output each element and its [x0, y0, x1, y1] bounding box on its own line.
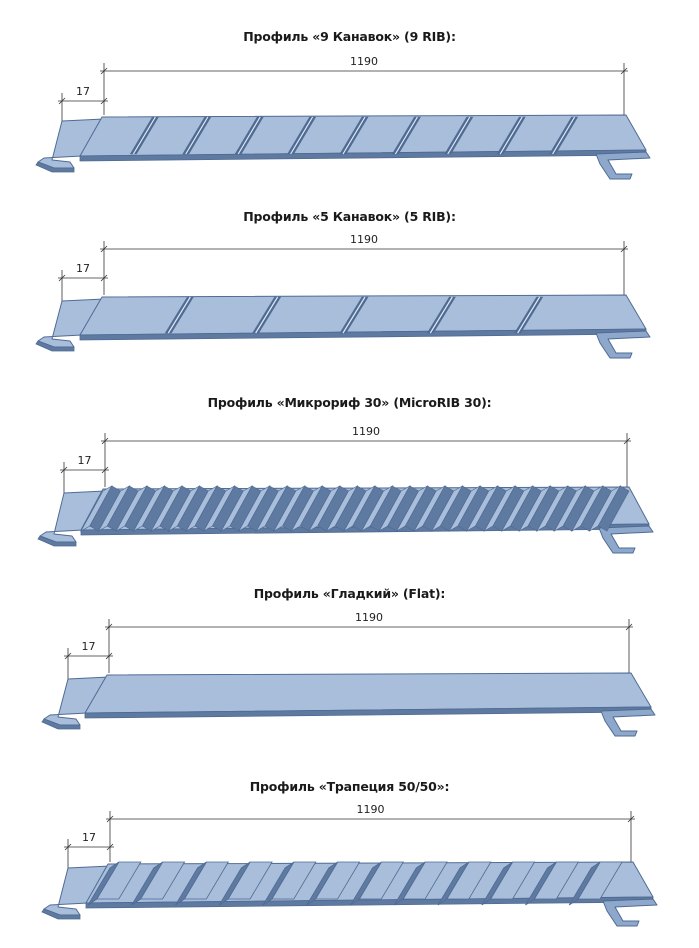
rib-highlight	[342, 116, 366, 155]
trapezoid-top	[489, 861, 536, 900]
width-label: 1190	[352, 425, 380, 438]
tick-mark	[105, 652, 113, 660]
panel-body	[35, 294, 651, 359]
width-label: 1190	[350, 233, 378, 246]
trapezoid-top	[183, 861, 230, 900]
profile-title: Профиль «9 Канавок» (9 RIB):	[243, 29, 456, 44]
rib-highlight	[167, 296, 191, 334]
rib-highlight	[394, 116, 418, 155]
ribs	[164, 296, 544, 334]
trapezoid-top	[402, 861, 448, 900]
tick-mark	[101, 437, 109, 445]
profile-9-rib: Профиль «9 Канавок» (9 RIB): 1190 17	[0, 0, 699, 190]
lock-label: 17	[76, 85, 90, 98]
profile-flat: Профиль «Гладкий» (Flat): 1190 17	[0, 557, 699, 747]
ribs	[87, 861, 623, 906]
rib-highlight	[447, 116, 471, 155]
trapezoid-top	[271, 861, 317, 900]
right-lock	[595, 151, 651, 180]
rib-highlight	[517, 296, 541, 334]
right-lock	[602, 898, 658, 927]
dimension-lines	[64, 619, 633, 681]
rib-highlight	[499, 116, 523, 155]
tick-mark	[106, 843, 114, 851]
left-lock-edge	[41, 908, 81, 920]
rib-highlight	[185, 116, 209, 155]
left-lock-edge	[37, 535, 77, 547]
lock-label: 17	[82, 640, 96, 653]
tick-mark	[58, 97, 66, 105]
trapezoid-top	[314, 861, 361, 900]
tick-mark	[100, 274, 108, 282]
tick-mark	[623, 437, 631, 445]
right-lock	[595, 330, 651, 359]
rib-highlight	[290, 116, 314, 155]
lock-label: 17	[78, 454, 92, 467]
right-lock	[600, 708, 656, 737]
rib-highlight	[429, 296, 453, 334]
rib-highlight	[132, 116, 156, 155]
profile-drawing: 1190 17	[37, 425, 654, 554]
width-label: 1190	[357, 803, 385, 816]
profile-5-rib: Профиль «5 Канавок» (5 RIB): 1190 17	[0, 180, 699, 370]
dimension-lines	[64, 811, 635, 870]
tick-mark	[64, 652, 72, 660]
profile-drawing: 1190 17	[35, 233, 651, 359]
tick-mark	[100, 67, 108, 75]
profile-microrib-30: Профиль «Микрориф 30» (MicroRIB 30): 119…	[0, 367, 699, 557]
tick-mark	[106, 815, 114, 823]
profile-drawing: 1190 17	[35, 55, 651, 180]
tick-mark	[64, 843, 72, 851]
tick-mark	[100, 97, 108, 105]
tick-mark	[105, 623, 113, 631]
trapezoid-top	[533, 861, 580, 900]
profile-drawing: 1190 17	[41, 611, 656, 737]
tick-mark	[625, 623, 633, 631]
trapezoid-top	[227, 861, 273, 900]
panel-top-surface	[84, 672, 652, 714]
width-label: 1190	[350, 55, 378, 68]
ribs	[129, 116, 579, 155]
tick-mark	[60, 466, 68, 474]
dimension-lines	[58, 63, 628, 123]
dimension-lines	[58, 241, 628, 303]
right-lock	[598, 525, 654, 554]
tick-mark	[101, 466, 109, 474]
tick-mark	[627, 815, 635, 823]
tick-mark	[620, 67, 628, 75]
rib-highlight	[342, 296, 366, 334]
dimension-lines	[60, 433, 631, 495]
panel-body	[41, 672, 656, 737]
rib-highlight	[552, 116, 576, 155]
trapezoid-top	[577, 861, 623, 900]
rib-highlight	[237, 116, 261, 155]
ribs	[80, 485, 630, 532]
profile-drawing: 1190 17	[41, 803, 658, 927]
tick-mark	[100, 245, 108, 253]
left-lock-edge	[35, 161, 75, 173]
profile-trapezoid-50-50: Профиль «Трапеция 50/50»: 1190 17	[0, 750, 699, 940]
trapezoid-top	[96, 861, 142, 900]
tick-mark	[620, 245, 628, 253]
profile-title: Профиль «Микрориф 30» (MicroRIB 30):	[207, 395, 492, 410]
lock-label: 17	[76, 262, 90, 275]
rib-highlight	[255, 296, 279, 334]
profile-title: Профиль «Гладкий» (Flat):	[253, 586, 446, 601]
profile-title: Профиль «Трапеция 50/50»:	[249, 779, 450, 794]
trapezoid-top	[139, 861, 186, 900]
left-lock-edge	[41, 718, 81, 730]
left-lock-edge	[35, 340, 75, 352]
trapezoid-top	[358, 861, 405, 900]
lock-label: 17	[82, 831, 96, 844]
width-label: 1190	[355, 611, 383, 624]
micro-rib-shadow	[597, 485, 630, 532]
trapezoid-top	[446, 861, 492, 900]
tick-mark	[58, 274, 66, 282]
profile-title: Профиль «5 Канавок» (5 RIB):	[243, 209, 456, 224]
